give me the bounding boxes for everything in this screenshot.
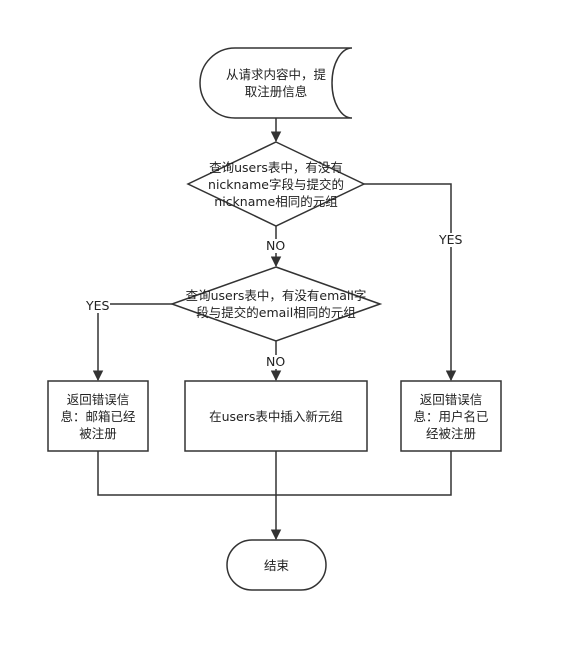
- edge-label-nickname-no: NO: [265, 238, 287, 253]
- edge-error-email-merge: [97, 451, 452, 496]
- error-username-box-shape: [400, 380, 502, 452]
- error-email-label: 返回错误信 息：邮箱已经 被注册: [60, 391, 136, 441]
- edge-check-nickname-yes: [364, 183, 457, 382]
- start-node-label: 从请求内容中，提 取注册信息: [225, 67, 326, 99]
- error-email-box-shape: [47, 380, 149, 452]
- start-node-shape: [199, 47, 353, 119]
- insert-box-shape: [184, 380, 368, 452]
- edge-label-email-yes: YES: [85, 298, 111, 313]
- edge-label-email-no: NO: [265, 354, 287, 369]
- end-node-label: 结束: [263, 557, 289, 573]
- insert-label: 在users表中插入新元组: [209, 408, 343, 424]
- edge-check-email-yes: [92, 303, 172, 382]
- check-email-decision-label: 查询users表中，有没有email字 段与提交的email相同的元组: [185, 288, 367, 320]
- check-nickname-decision-label: 查询users表中，有没有 nickname字段与提交的 nickname相同的…: [208, 159, 344, 209]
- error-username-label: 返回错误信 息：用户名已 经被注册: [413, 391, 489, 441]
- edge-label-nickname-yes: YES: [438, 232, 464, 247]
